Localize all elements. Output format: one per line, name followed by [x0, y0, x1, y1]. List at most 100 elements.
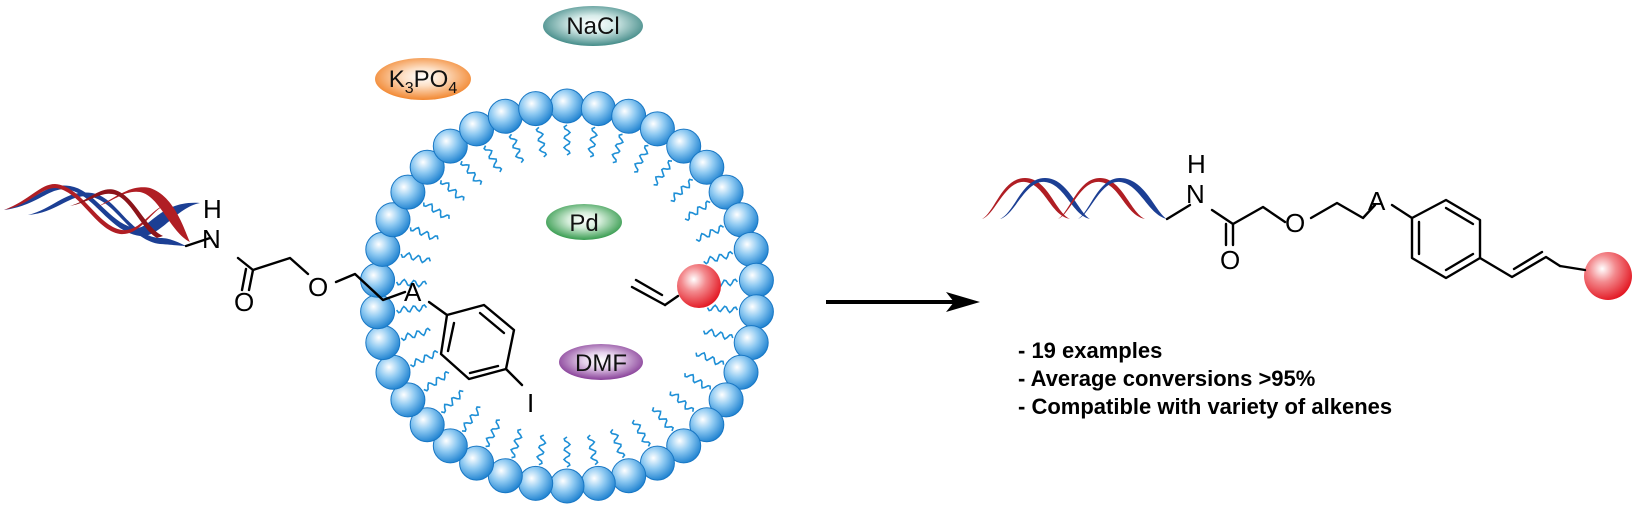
reagent-dmf: DMF: [559, 344, 643, 380]
surfactant-head-bead: [360, 262, 396, 298]
surfactant-tail: [631, 419, 651, 447]
surfactant-head-bead: [708, 174, 744, 210]
surfactant-tail: [702, 328, 734, 341]
surfactant-tail: [684, 200, 711, 222]
surfactant-head-bead: [518, 465, 554, 501]
surfactant-head-bead: [518, 91, 554, 127]
sm-linker-a: A: [404, 277, 422, 307]
surfactant-tail: [395, 278, 428, 288]
surfactant-head-bead: [390, 382, 426, 418]
surfactant-head-bead: [432, 128, 468, 164]
reagent-pd: Pd: [546, 204, 622, 240]
surfactant-tail: [535, 434, 547, 466]
surfactant-head-bead: [666, 428, 702, 464]
surfactant-tail: [562, 436, 572, 468]
surfactant-tail: [459, 160, 483, 185]
surfactant-head-bead: [738, 262, 774, 298]
surfactant-head-bead: [360, 294, 396, 330]
surfactant-head-bead: [666, 128, 702, 164]
surfactant-tail: [695, 351, 725, 366]
alkene-substituent-sphere: [677, 264, 721, 308]
surfactant-tail: [633, 144, 649, 173]
result-bullets: - 19 examples - Average conversions >95%…: [1018, 337, 1392, 421]
reagent-nacl-label: NaCl: [566, 13, 619, 40]
product-carbonyl-o: O: [1220, 245, 1240, 275]
surfactant-head-bead: [365, 231, 401, 267]
surfactant-tail: [441, 389, 464, 414]
surfactant-tail: [508, 133, 525, 164]
micelle: [360, 88, 774, 504]
surfactant-tail: [423, 370, 450, 392]
surfactant-head-bead: [549, 468, 585, 504]
surfactant-tail: [423, 202, 450, 219]
surfactant-tail: [483, 145, 503, 173]
surfactant-head-bead: [365, 325, 401, 361]
surfactant-head-bead: [409, 149, 445, 185]
product-nh-n: N: [1186, 179, 1205, 209]
reagent-k3po4: K3PO4: [375, 58, 471, 100]
surfactant-tail: [562, 124, 572, 156]
product-substituent-sphere: [1584, 252, 1632, 300]
surfactant-tail: [461, 406, 481, 433]
product-ether-o: O: [1285, 208, 1305, 238]
surfactant-head-bead: [432, 428, 468, 464]
arrow-head-icon: [946, 292, 980, 312]
surfactant-head-bead: [733, 325, 769, 361]
surfactant-head-bead: [738, 294, 774, 330]
product-linker-a: A: [1368, 186, 1386, 216]
surfactant-head-bead: [689, 407, 725, 443]
surfactant-tail: [395, 304, 428, 314]
surfactant-tail: [651, 407, 675, 432]
surfactant-tail: [611, 133, 624, 164]
sm-carbonyl-o: O: [234, 287, 254, 317]
surfactant-head-bead: [390, 174, 426, 210]
surfactant-tail: [703, 250, 734, 265]
bullet-examples: - 19 examples: [1018, 338, 1163, 363]
product: H N O O A: [982, 149, 1632, 300]
bullet-conversions: - Average conversions >95%: [1018, 366, 1316, 391]
reagent-k3po4-label: K3PO4: [389, 66, 458, 97]
sm-iodide: I: [527, 388, 534, 418]
surfactant-tail: [409, 349, 439, 368]
surfactant-head-bead: [459, 445, 495, 481]
surfactant-head-bead: [375, 354, 411, 390]
surfactant-tail: [670, 178, 693, 203]
bullet-compatibility: - Compatible with variety of alkenes: [1018, 394, 1393, 419]
surfactant-head-bead: [549, 88, 585, 124]
reagent-pd-label: Pd: [569, 210, 598, 237]
surfactant-head-bead: [733, 231, 769, 267]
sm-nh-n: N: [202, 224, 221, 254]
surfactant-tail: [400, 251, 432, 264]
surfactant-head-bead: [689, 149, 725, 185]
surfactant-tail: [485, 419, 501, 448]
surfactant-tail: [587, 126, 599, 158]
reaction-arrow: [826, 292, 980, 312]
surfactant-tail: [609, 428, 626, 459]
surfactant-tail: [535, 126, 548, 158]
surfactant-head-bead: [639, 111, 675, 147]
surfactant-tail: [706, 304, 739, 314]
starting-material: H N O O A I: [4, 184, 534, 418]
sm-ether-o: O: [308, 272, 328, 302]
surfactant-tail: [400, 327, 431, 342]
surfactant-tail: [684, 373, 711, 390]
surfactant-tail: [695, 224, 725, 243]
surfactant-head-bead: [375, 202, 411, 238]
surfactant-head-bead: [580, 91, 616, 127]
surfactant-tail: [586, 434, 599, 466]
surfactant-head-bead: [708, 382, 744, 418]
dna-helix-icon: [4, 184, 200, 246]
surfactant-tail: [653, 159, 673, 186]
surfactant-head-bead: [723, 354, 759, 390]
reagent-dmf-label: DMF: [575, 350, 627, 377]
surfactant-head-bead: [409, 407, 445, 443]
surfactant-tail: [409, 226, 439, 241]
alkene-reagent: [630, 264, 721, 308]
surfactant-tail: [669, 391, 695, 412]
surfactant-head-bead: [611, 458, 647, 494]
surfactant-head-bead: [487, 98, 523, 134]
surfactant-tail: [439, 180, 465, 201]
surfactant-head-bead: [723, 202, 759, 238]
product-nh-h: H: [1187, 149, 1206, 179]
